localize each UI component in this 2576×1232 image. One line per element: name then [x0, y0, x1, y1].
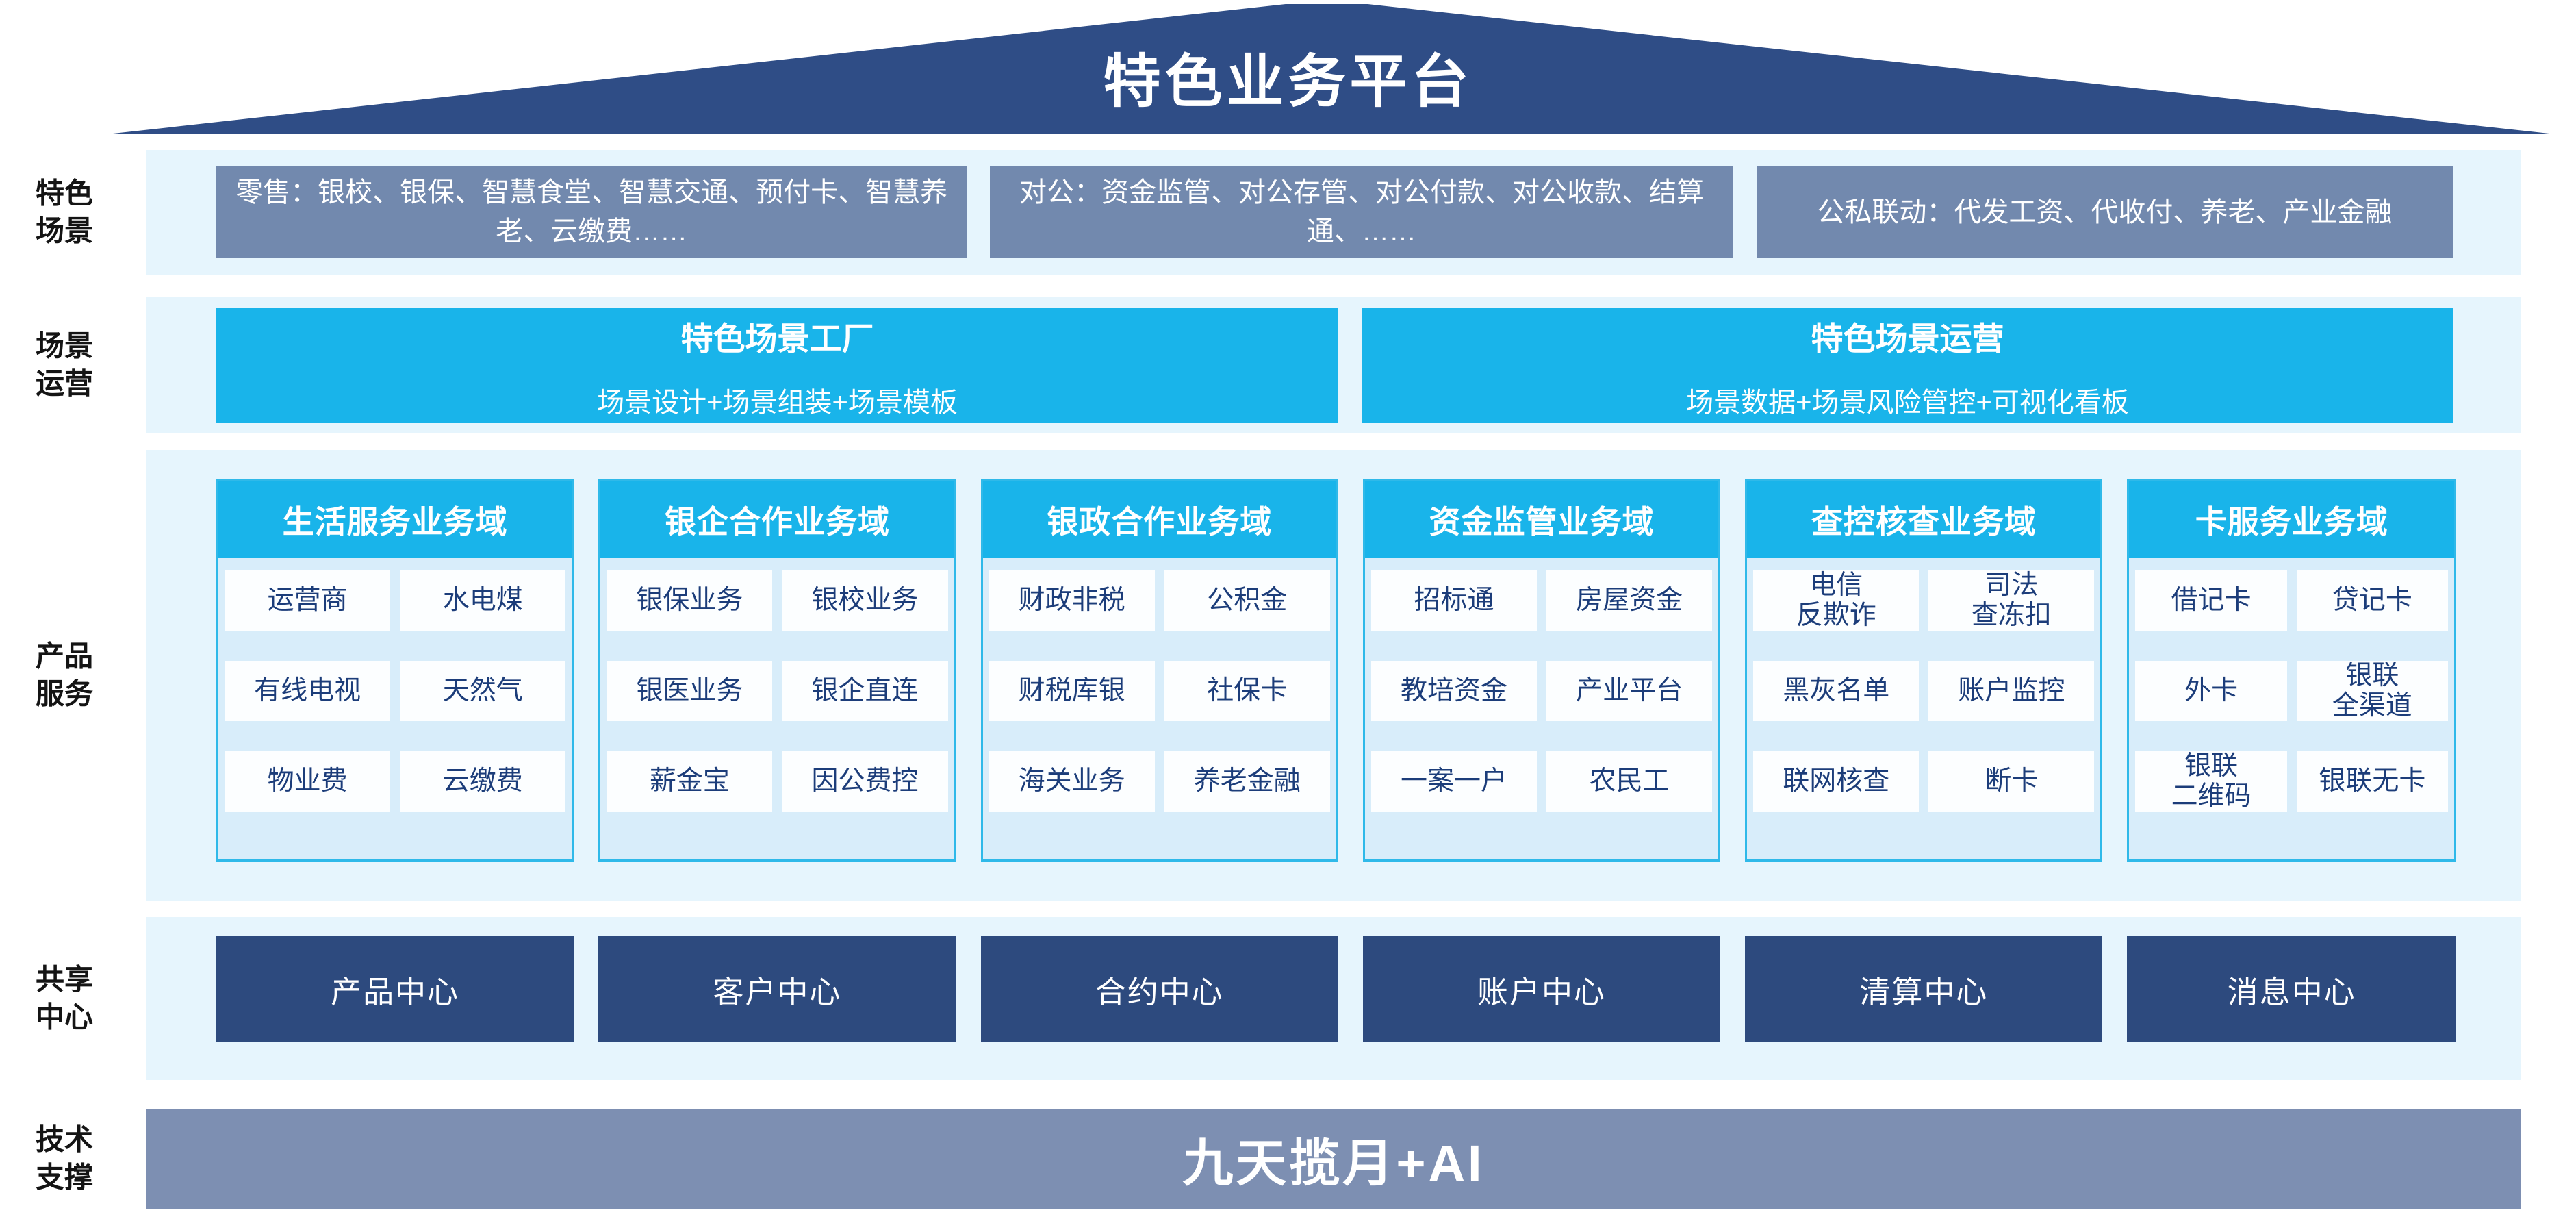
- op-box-scene-factory: 特色场景工厂 场景设计+场景组装+场景模板: [216, 308, 1338, 423]
- product-item: 银校业务: [782, 570, 948, 631]
- center-box-contract: 合约中心: [980, 936, 1338, 1042]
- center-box-product: 产品中心: [216, 936, 574, 1042]
- product-item: 天然气: [400, 661, 566, 721]
- domain-body: 银保业务 银校业务 银医业务 银企直连 薪金宝 因公费控: [600, 558, 954, 859]
- product-item: 一案一户: [1370, 751, 1538, 812]
- domain-body: 电信 反欺诈 司法 查冻扣 黑灰名单 账户监控 联网核查 断卡: [1747, 558, 2100, 859]
- product-item: 财税库银: [989, 661, 1155, 721]
- product-item: 农民工: [1546, 751, 1713, 812]
- domain-title: 生活服务业务域: [218, 481, 572, 558]
- product-item: 账户监控: [1928, 661, 2095, 721]
- center-box-message: 消息中心: [2127, 936, 2456, 1042]
- platform-title: 特色业务平台: [1103, 49, 1473, 114]
- row-label-tech: 技术 支撑: [35, 1123, 93, 1194]
- center-box-account: 账户中心: [1362, 936, 1721, 1042]
- domain-bank-enterprise: 银企合作业务域 银保业务 银校业务 银医业务 银企直连 薪金宝 因公费控: [598, 479, 956, 862]
- domain-bank-government: 银政合作业务域 财政非税 公积金 财税库银 社保卡 海关业务 养老金融: [980, 479, 1338, 862]
- domain-body: 运营商 水电煤 有线电视 天然气 物业费 云缴费: [218, 558, 572, 859]
- center-box-clearing: 清算中心: [1745, 936, 2103, 1042]
- product-item: 有线电视: [225, 661, 391, 721]
- product-item: 运营商: [225, 570, 391, 631]
- row-label-centers: 共享 中心: [35, 963, 93, 1033]
- product-item: 薪金宝: [607, 751, 773, 812]
- product-item: 招标通: [1370, 570, 1538, 631]
- scene-box-retail: 零售：银校、银保、智慧食堂、智慧交通、预付卡、智慧养老、云缴费……: [216, 166, 967, 258]
- domain-inquiry-control: 查控核查业务域 电信 反欺诈 司法 查冻扣 黑灰名单 账户监控 联网核查 断卡: [1745, 479, 2103, 862]
- domain-title: 银企合作业务域: [600, 481, 954, 558]
- domain-title: 银政合作业务域: [982, 481, 1336, 558]
- domain-body: 财政非税 公积金 财税库银 社保卡 海关业务 养老金融: [983, 558, 1336, 859]
- row-label-operation: 场景 运营: [35, 329, 93, 400]
- op-box-subtitle: 场景设计+场景组装+场景模板: [597, 387, 958, 418]
- operation-band: 特色场景工厂 场景设计+场景组装+场景模板 特色场景运营 场景数据+场景风险管控…: [146, 297, 2521, 433]
- product-item: 养老金融: [1164, 751, 1330, 812]
- domain-body: 借记卡 贷记卡 外卡 银联 全渠道 银联 二维码 银联无卡: [2129, 558, 2454, 859]
- product-item: 黑灰名单: [1753, 661, 1920, 721]
- products-band: 生活服务业务域 运营商 水电煤 有线电视 天然气 物业费 云缴费 银企合作业务域…: [146, 450, 2521, 901]
- op-box-subtitle: 场景数据+场景风险管控+可视化看板: [1686, 387, 2129, 418]
- product-item: 电信 反欺诈: [1753, 570, 1920, 631]
- product-item: 银联 二维码: [2135, 751, 2287, 812]
- op-box-title: 特色场景运营: [1811, 320, 2004, 357]
- tech-support-bar: 九天揽月+AI: [146, 1109, 2521, 1209]
- domain-life-services: 生活服务业务域 运营商 水电煤 有线电视 天然气 物业费 云缴费: [216, 479, 574, 862]
- domain-fund-supervision: 资金监管业务域 招标通 房屋资金 教培资金 产业平台 一案一户 农民工: [1362, 479, 1721, 862]
- domain-title: 查控核查业务域: [1747, 481, 2101, 558]
- product-item: 云缴费: [400, 751, 566, 812]
- domain-card-services: 卡服务业务域 借记卡 贷记卡 外卡 银联 全渠道 银联 二维码 银联无卡: [2127, 479, 2456, 862]
- product-item: 银保业务: [607, 570, 773, 631]
- domain-body: 招标通 房屋资金 教培资金 产业平台 一案一户 农民工: [1365, 558, 1718, 859]
- product-item: 银联 全渠道: [2296, 661, 2448, 721]
- product-item: 因公费控: [782, 751, 948, 812]
- product-item: 司法 查冻扣: [1928, 570, 2095, 631]
- product-item: 海关业务: [989, 751, 1155, 812]
- domain-title: 资金监管业务域: [1364, 481, 1719, 558]
- tech-bar-text: 九天揽月+AI: [1182, 1135, 1485, 1192]
- product-item: 银医业务: [607, 661, 773, 721]
- product-item: 银联无卡: [2296, 751, 2448, 812]
- row-label-scenes: 特色 场景: [35, 177, 93, 247]
- centers-band: 产品中心 客户中心 合约中心 账户中心 清算中心 消息中心: [146, 917, 2521, 1080]
- product-item: 借记卡: [2135, 570, 2287, 631]
- product-item: 公积金: [1164, 570, 1330, 631]
- product-item: 外卡: [2135, 661, 2287, 721]
- product-item: 房屋资金: [1546, 570, 1713, 631]
- product-item: 社保卡: [1164, 661, 1330, 721]
- scenes-band: 零售：银校、银保、智慧食堂、智慧交通、预付卡、智慧养老、云缴费…… 对公：资金监…: [146, 150, 2521, 275]
- product-item: 教培资金: [1370, 661, 1538, 721]
- op-box-scene-operation: 特色场景运营 场景数据+场景风险管控+可视化看板: [1362, 308, 2453, 423]
- scene-box-public-private: 公私联动：代发工资、代收付、养老、产业金融: [1756, 166, 2453, 258]
- row-label-products: 产品 服务: [35, 640, 93, 710]
- op-box-title: 特色场景工厂: [680, 320, 874, 357]
- product-item: 水电煤: [400, 570, 566, 631]
- domain-title: 卡服务业务域: [2129, 481, 2454, 558]
- product-item: 银企直连: [782, 661, 948, 721]
- product-item: 联网核查: [1753, 751, 1920, 812]
- product-item: 物业费: [225, 751, 391, 812]
- roof-shape: [113, 4, 2549, 134]
- product-item: 断卡: [1928, 751, 2095, 812]
- product-item: 贷记卡: [2296, 570, 2448, 631]
- center-box-customer: 客户中心: [598, 936, 956, 1042]
- scene-box-corporate: 对公：资金监管、对公存管、对公付款、对公收款、结算通、……: [990, 166, 1733, 258]
- product-item: 产业平台: [1546, 661, 1713, 721]
- product-item: 财政非税: [989, 570, 1155, 631]
